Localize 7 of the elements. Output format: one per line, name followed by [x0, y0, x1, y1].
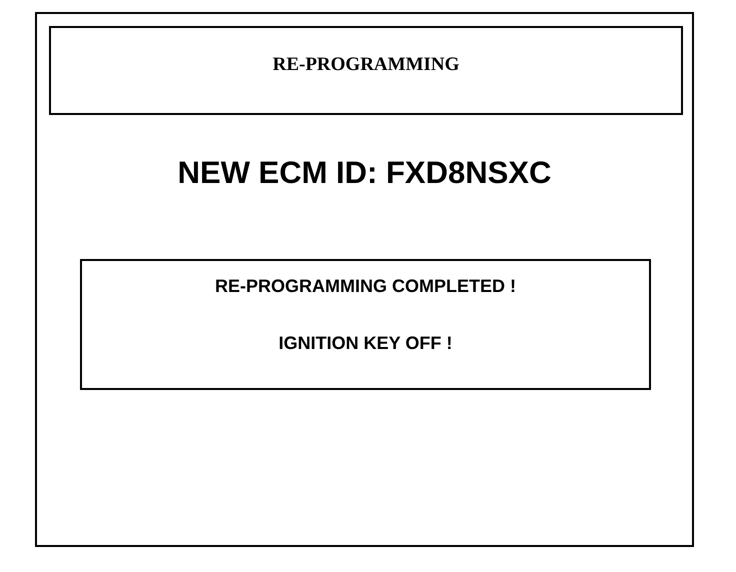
ecm-id-text: NEW ECM ID: FXD8NSXC	[176, 155, 552, 191]
header-panel	[49, 26, 683, 115]
status-message: RE-PROGRAMMING COMPLETED !	[214, 276, 517, 297]
screen-frame	[35, 12, 694, 547]
message-panel	[80, 259, 651, 390]
instruction-message: IGNITION KEY OFF !	[278, 333, 454, 354]
screen-title: RE-PROGRAMMING	[272, 54, 460, 76]
